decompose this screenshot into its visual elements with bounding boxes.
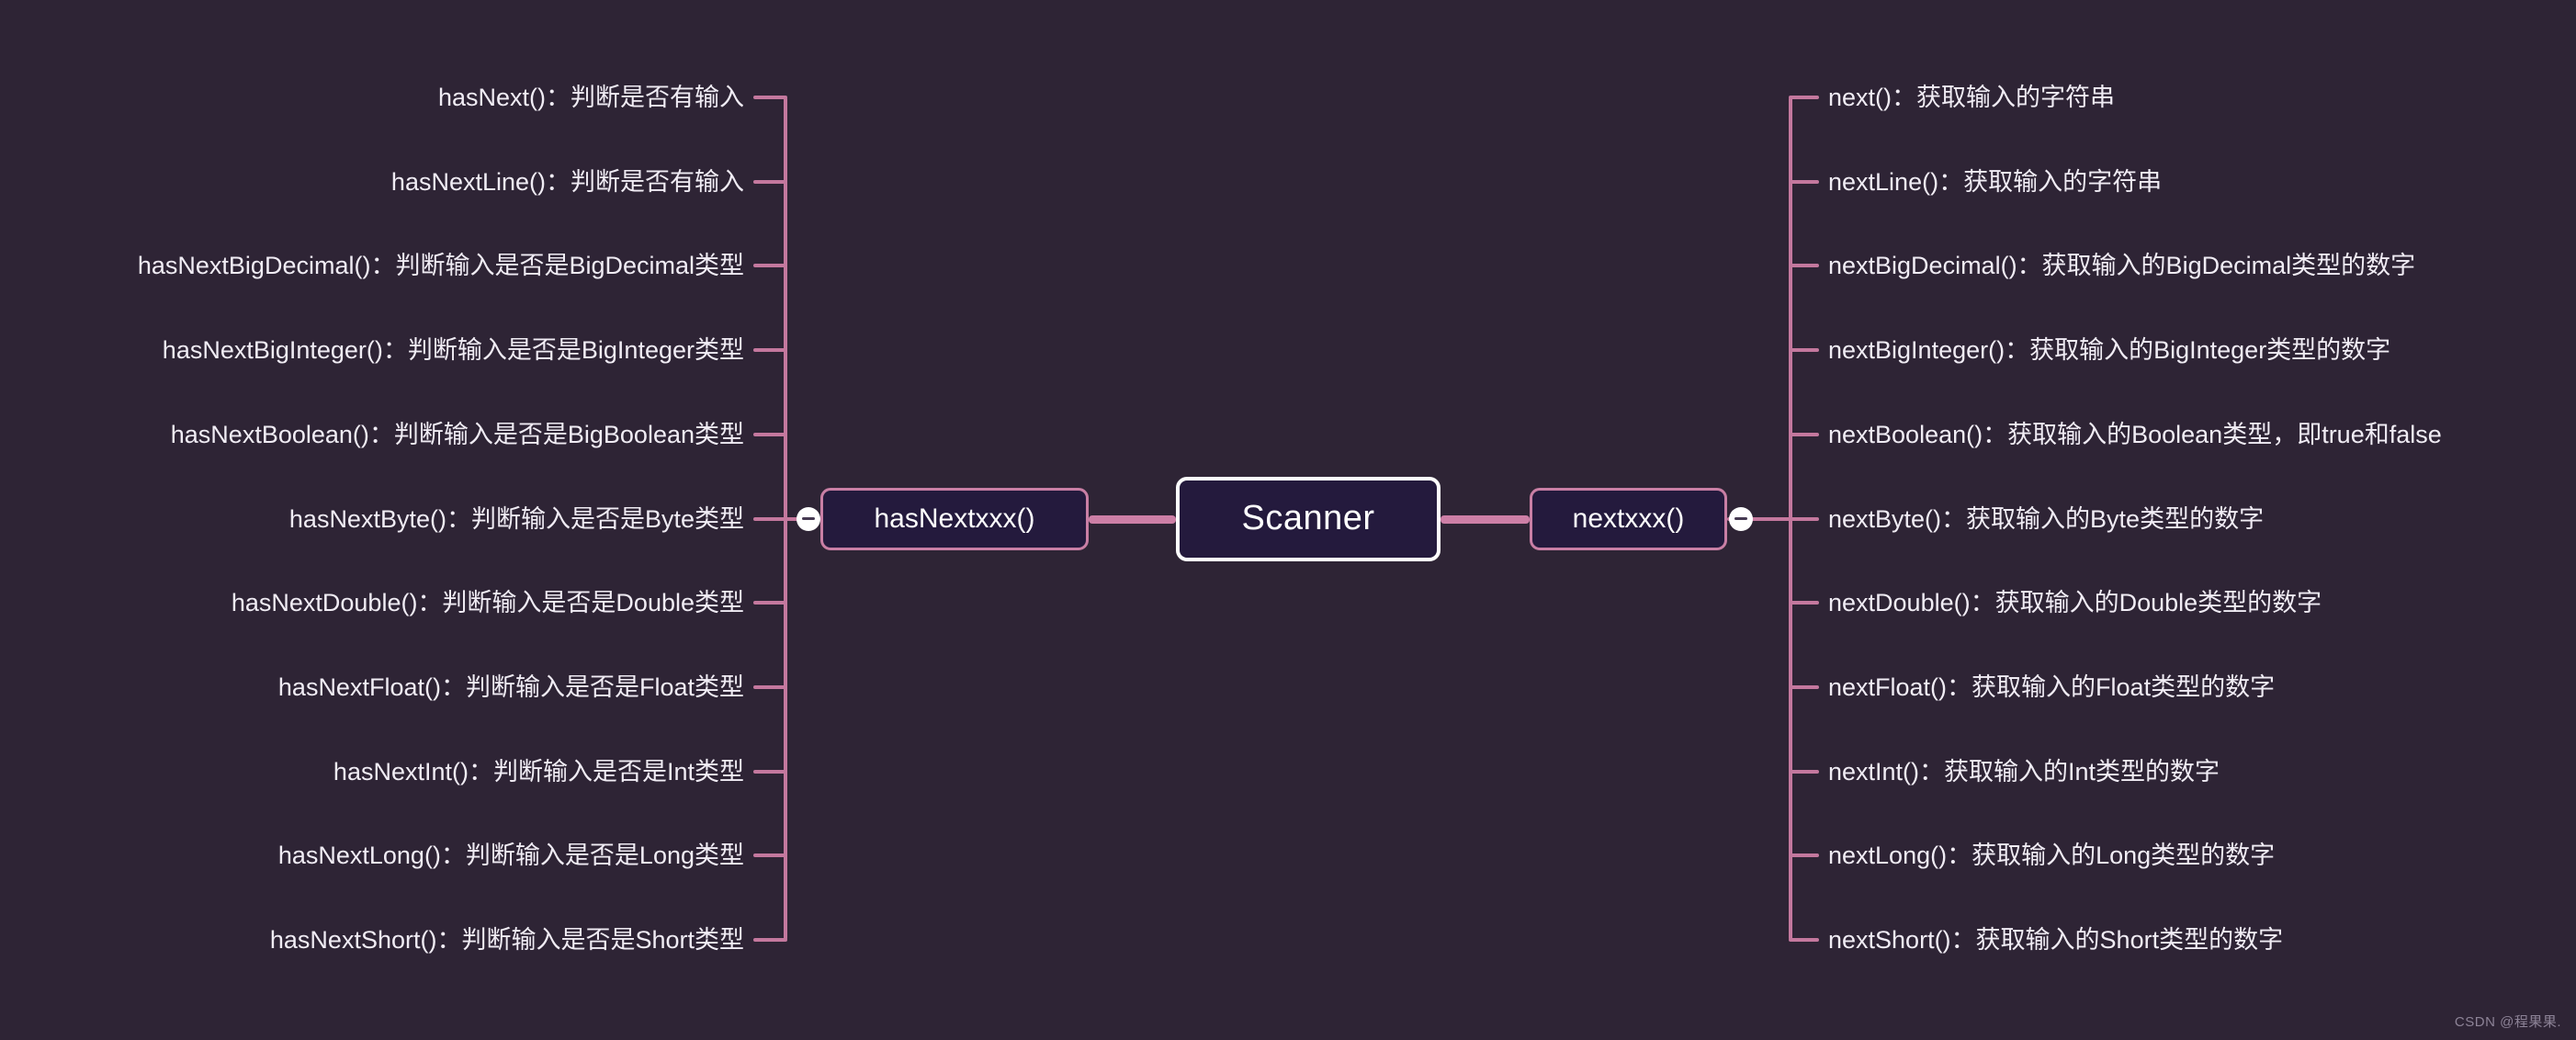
- root-node-scanner[interactable]: Scanner: [1176, 476, 1441, 561]
- branch-node-hasnextxxx-label: hasNextxxx(): [874, 503, 1035, 534]
- right-leaf-label[interactable]: next()：获取输入的字符串: [1828, 84, 2116, 111]
- left-leaf-label[interactable]: hasNextBigDecimal()：判断输入是否是BigDecimal类型: [137, 252, 744, 280]
- right-leaf-connector: [1789, 938, 1819, 942]
- left-leaf-label[interactable]: hasNextByte()：判断输入是否是Byte类型: [288, 504, 744, 533]
- branch-node-nextxxx-label: nextxxx(): [1572, 503, 1685, 534]
- right-leaf-connector: [1789, 264, 1819, 268]
- connector-root-to-right: [1441, 514, 1530, 524]
- right-leaf-label[interactable]: nextByte()：获取输入的Byte类型的数字: [1828, 504, 2265, 533]
- left-leaf-label[interactable]: hasNext()：判断是否有输入: [437, 84, 744, 111]
- left-leaf-label[interactable]: hasNextLine()：判断是否有输入: [390, 167, 744, 196]
- left-leaf-connector: [753, 938, 787, 942]
- right-leaf-label[interactable]: nextShort()：获取输入的Short类型的数字: [1828, 926, 2284, 954]
- left-leaf-label[interactable]: hasNextFloat()：判断输入是否是Float类型: [277, 673, 744, 701]
- left-leaf-label[interactable]: hasNextBigInteger()：判断输入是否是BigInteger类型: [162, 336, 744, 365]
- right-leaf-label[interactable]: nextInt()：获取输入的Int类型的数字: [1828, 757, 2220, 786]
- right-leaf-label[interactable]: nextBigDecimal()：获取输入的BigDecimal类型的数字: [1828, 252, 2416, 280]
- right-leaf-connector: [1789, 432, 1819, 436]
- branch-node-hasnextxxx[interactable]: hasNextxxx(): [820, 487, 1089, 550]
- connector-left-to-root: [1089, 514, 1176, 524]
- left-leaf-connector: [753, 348, 787, 353]
- left-leaf-label[interactable]: hasNextDouble()：判断输入是否是Double类型: [231, 589, 744, 617]
- root-node-label: Scanner: [1241, 499, 1375, 537]
- right-leaf-label[interactable]: nextLong()：获取输入的Long类型的数字: [1828, 842, 2276, 870]
- right-collapse-minus-icon[interactable]: [1729, 506, 1753, 531]
- branch-node-nextxxx[interactable]: nextxxx(): [1530, 487, 1727, 550]
- left-leaf-label[interactable]: hasNextInt()：判断输入是否是Int类型: [333, 757, 744, 786]
- left-leaf-connector: [753, 769, 787, 774]
- right-leaf-label[interactable]: nextDouble()：获取输入的Double类型的数字: [1828, 589, 2322, 617]
- left-leaf-connector: [753, 179, 787, 184]
- branch-spine-link: [1727, 516, 1792, 521]
- left-leaf-connector: [753, 601, 787, 605]
- right-leaf-label[interactable]: nextFloat()：获取输入的Float类型的数字: [1828, 673, 2276, 701]
- right-leaf-connector: [1789, 516, 1819, 521]
- left-leaf-connector: [753, 96, 787, 99]
- right-leaf-connector: [1789, 684, 1819, 689]
- right-leaf-label[interactable]: nextLine()：获取输入的字符串: [1828, 167, 2163, 196]
- left-leaf-connector: [753, 264, 787, 268]
- right-leaf-connector: [1789, 348, 1819, 353]
- right-leaf-connector: [1789, 853, 1819, 858]
- right-leaf-label[interactable]: nextBigInteger()：获取输入的BigInteger类型的数字: [1828, 336, 2391, 365]
- left-leaf-label[interactable]: hasNextShort()：判断输入是否是Short类型: [269, 926, 744, 954]
- left-leaf-connector: [753, 684, 787, 689]
- right-leaf-connector: [1789, 179, 1819, 184]
- left-leaf-label[interactable]: hasNextBoolean()：判断输入是否是BigBoolean类型: [170, 420, 744, 448]
- right-leaf-label[interactable]: nextBoolean()：获取输入的Boolean类型，即true和false: [1828, 420, 2442, 448]
- left-leaf-connector: [753, 853, 787, 858]
- watermark: CSDN @程果果.: [2454, 1014, 2561, 1030]
- right-leaf-connector: [1789, 769, 1819, 774]
- left-leaf-connector: [753, 516, 787, 521]
- right-leaf-connector: [1789, 96, 1819, 99]
- left-collapse-minus-icon[interactable]: [797, 506, 820, 531]
- left-leaf-connector: [753, 432, 787, 436]
- left-leaf-label[interactable]: hasNextLong()：判断输入是否是Long类型: [277, 842, 744, 870]
- right-leaf-connector: [1789, 601, 1819, 605]
